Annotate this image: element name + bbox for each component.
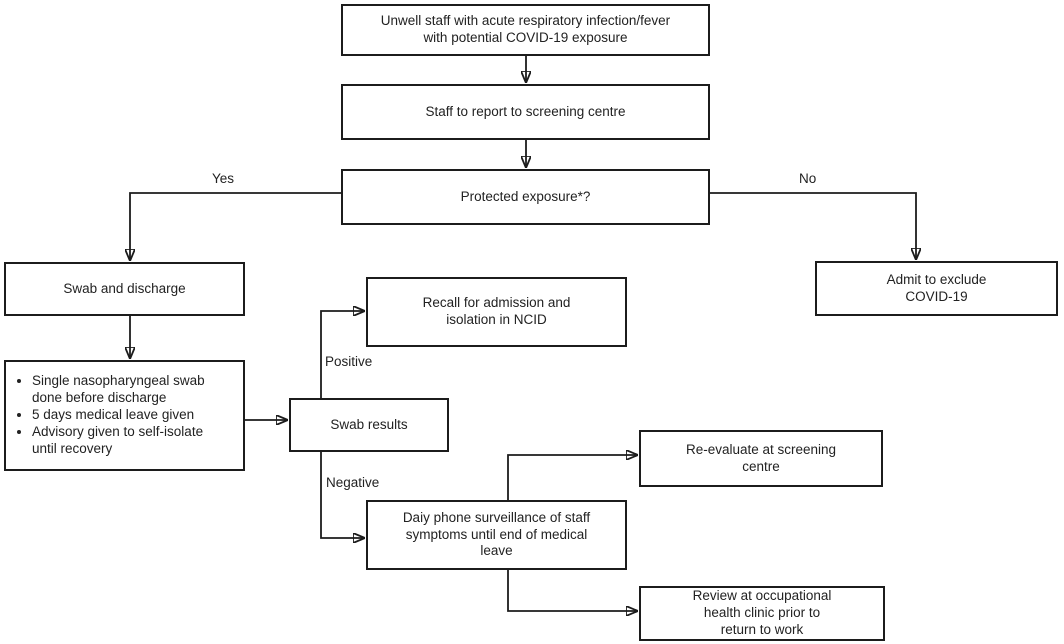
node-admit-exclude-covid-label: Admit to exclude COVID-19	[886, 271, 987, 304]
connector-results-positive-to-recall	[320, 311, 364, 398]
node-swab-and-discharge-label: Swab and discharge	[63, 280, 186, 296]
node-report-screening-centre-label: Staff to report to screening centre	[425, 103, 626, 119]
edge-label-no: No	[799, 171, 817, 186]
node-daily-phone-surveillance-label: Daiy phone surveillance of staff symptom…	[402, 509, 591, 559]
node-protected-exposure: Protected exposure*?	[341, 169, 710, 225]
node-swab-and-discharge: Swab and discharge	[4, 262, 245, 316]
node-unwell-staff: Unwell staff with acute respiratory infe…	[341, 4, 710, 56]
node-reevaluate-screening-centre: Re-evaluate at screening centre	[639, 430, 883, 487]
node-swab-results-label: Swab results	[330, 416, 408, 432]
node-review-occupational-health: Review at occupational health clinic pri…	[639, 586, 885, 641]
node-report-screening-centre: Staff to report to screening centre	[341, 84, 710, 140]
node-reevaluate-screening-centre-label: Re-evaluate at screening centre	[685, 441, 837, 474]
node-protected-exposure-label: Protected exposure*?	[460, 188, 591, 204]
node-admit-exclude-covid: Admit to exclude COVID-19	[815, 261, 1058, 316]
connector-results-negative-to-surveillance	[320, 452, 364, 538]
node-review-occupational-health-label: Review at occupational health clinic pri…	[692, 588, 832, 637]
discharge-details-item: 5 days medical leave given	[32, 407, 229, 424]
edge-label-negative: Negative	[326, 475, 380, 490]
connector-exposure-yes-to-swab-discharge	[130, 192, 341, 260]
connector-exposure-no-to-admit	[710, 192, 916, 259]
edge-label-positive: Positive	[325, 354, 373, 369]
connector-surveillance-to-review	[507, 570, 637, 611]
node-daily-phone-surveillance: Daiy phone surveillance of staff symptom…	[366, 500, 627, 570]
edge-label-yes: Yes	[212, 171, 235, 186]
node-recall-admission-ncid-label: Recall for admission and isolation in NC…	[422, 295, 571, 327]
node-swab-results: Swab results	[289, 398, 449, 452]
node-recall-admission-ncid: Recall for admission and isolation in NC…	[366, 277, 627, 347]
node-discharge-details: Single nasopharyngeal swab done before d…	[4, 360, 245, 471]
connector-surveillance-to-reevaluate	[507, 455, 637, 500]
node-unwell-staff-label: Unwell staff with acute respiratory infe…	[380, 13, 671, 45]
discharge-details-item: Single nasopharyngeal swab done before d…	[32, 373, 229, 407]
discharge-details-list: Single nasopharyngeal swab done before d…	[6, 373, 243, 457]
discharge-details-item: Advisory given to self-isolate until rec…	[32, 424, 229, 458]
